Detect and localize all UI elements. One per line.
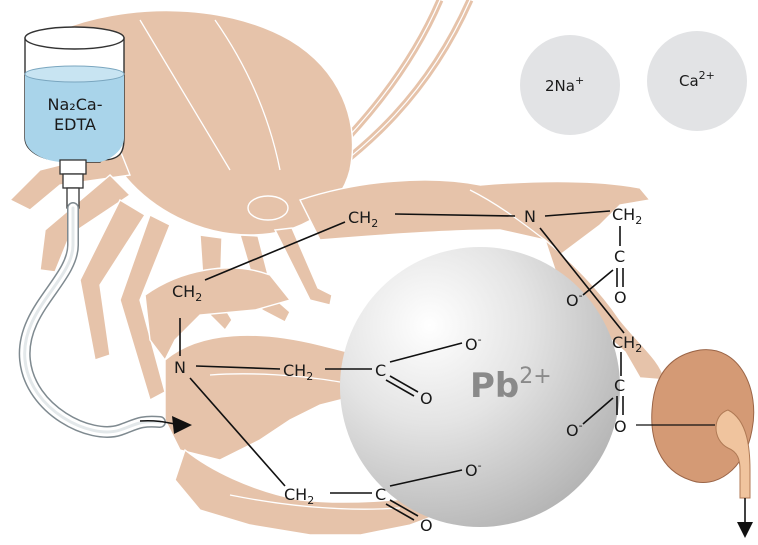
oxygen-mid: O — [420, 389, 433, 408]
ch2-right-top: CH2 — [612, 205, 642, 227]
nitrogen-left: N — [174, 358, 186, 377]
oxygen-right-top: O — [614, 288, 627, 307]
carbon-right-top: C — [614, 247, 625, 266]
bottle-label-line2: EDTA — [54, 115, 96, 134]
sodium-ion: 2Na+ — [520, 35, 620, 135]
calcium-ion: Ca2+ — [647, 31, 747, 131]
carbon-right-bottom: C — [614, 376, 625, 395]
carbon-mid: C — [375, 361, 386, 380]
bottle-label-line1: Na₂Ca- — [48, 95, 103, 114]
ch2-left-bottom: CH2 — [284, 485, 314, 507]
kidney-icon — [652, 350, 754, 538]
ch2-right-mid: CH2 — [612, 333, 642, 355]
oxygen-right-bottom: O — [614, 417, 627, 436]
oxygen-bottom: O — [420, 516, 433, 535]
nitrogen-right: N — [524, 207, 536, 226]
carbon-bottom: C — [375, 485, 386, 504]
